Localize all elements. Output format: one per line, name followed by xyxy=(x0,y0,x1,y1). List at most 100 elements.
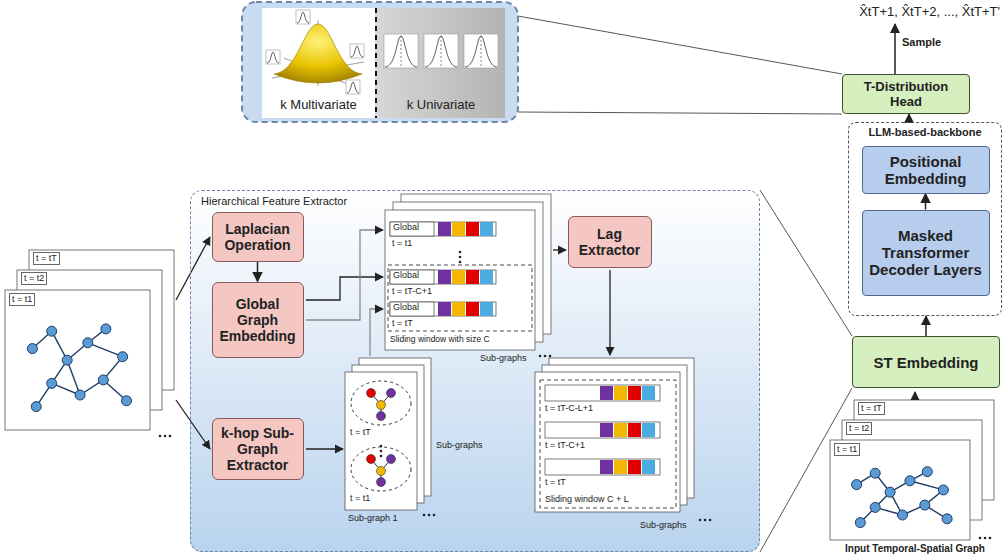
graph-vertex xyxy=(62,355,72,365)
graph-vertex xyxy=(83,338,93,348)
ellipsis-dot xyxy=(428,514,431,517)
feature-square xyxy=(642,386,655,400)
bell-mean xyxy=(401,36,402,68)
time-label: t = tT-C+1 xyxy=(392,286,432,297)
input-caption: Input Temporal-Spatial Graph xyxy=(845,543,985,555)
zoom-line xyxy=(760,388,852,552)
window-label: Sliding window with size C xyxy=(390,334,490,344)
sample-label: Sample xyxy=(902,36,941,49)
ellipsis-dot xyxy=(979,537,982,540)
sliding-window xyxy=(540,380,676,508)
bell-curve xyxy=(465,36,497,67)
graph-vertex xyxy=(27,344,37,354)
time-label: t = tT xyxy=(392,318,413,329)
time-label: t = tT xyxy=(858,402,885,415)
ellipsis-dot xyxy=(164,435,167,438)
group-heading: Hierarchical Feature Extractor xyxy=(191,191,759,211)
global-cell xyxy=(390,270,434,284)
feature-square xyxy=(466,222,479,236)
multivariate-panel xyxy=(262,8,375,118)
window-card xyxy=(385,210,535,350)
feature-square xyxy=(480,222,493,236)
graph-vertex xyxy=(855,518,865,528)
subgraph-vertex xyxy=(377,478,386,487)
extractor-box: Laplacian Operation xyxy=(212,212,304,262)
panel-divider xyxy=(375,8,377,118)
feature-square xyxy=(480,302,493,316)
feature-square xyxy=(480,270,493,284)
backbone-layer: Positional Embedding xyxy=(862,146,990,194)
subgraph-vertex xyxy=(367,389,376,398)
ellipsis-dot xyxy=(459,256,462,259)
stack-label: Sub-graphs xyxy=(640,520,687,531)
subgraph-vertex xyxy=(367,455,376,464)
feature-row xyxy=(390,302,496,316)
ellipsis-dot xyxy=(169,435,172,438)
time-label: t = tT xyxy=(545,477,566,488)
box-label: Masked Transformer Decoder Layers xyxy=(867,227,985,278)
graph-edge xyxy=(67,360,80,395)
feature-row xyxy=(545,385,660,401)
bell-curve xyxy=(425,36,457,67)
time-label: t = t2 xyxy=(846,422,872,435)
subgraph-vertex xyxy=(387,389,396,398)
global-cell xyxy=(390,222,434,236)
graph-vertex xyxy=(31,402,41,412)
feature-square xyxy=(600,386,613,400)
flow-arrow xyxy=(914,392,915,400)
extractor-box: Lag Extractor xyxy=(568,216,652,268)
box-label: k Multivariate xyxy=(280,97,357,112)
subgraph-outline xyxy=(351,381,411,425)
group-heading: LLM-based-backbone xyxy=(849,123,1001,141)
ellipsis-dot xyxy=(459,251,462,254)
ellipsis-dot xyxy=(459,261,462,264)
graph-vertex xyxy=(118,352,128,362)
bell-icon-frame xyxy=(384,34,418,68)
feature-square xyxy=(642,423,655,437)
bell-curve xyxy=(351,46,363,57)
subgraph-vertex xyxy=(377,401,386,410)
subgraph-vertex xyxy=(387,455,396,464)
graph-card xyxy=(5,290,150,430)
bell-icon-frame xyxy=(346,80,360,94)
global-cell-label: Global xyxy=(393,222,419,233)
feature-square xyxy=(614,386,627,400)
window-label: Sliding window C + L xyxy=(545,494,629,505)
graph-vertex xyxy=(922,467,932,477)
feature-row xyxy=(390,270,496,284)
ellipsis-dot xyxy=(709,519,712,522)
graph-vertex xyxy=(885,487,895,497)
bell-curve xyxy=(297,12,309,23)
time-label: t = tT-C-L+1 xyxy=(545,403,593,414)
subgraph-vertex xyxy=(377,412,386,421)
graph-vertex xyxy=(870,468,880,478)
graph-vertex xyxy=(122,396,132,406)
bell-curve xyxy=(267,52,279,63)
time-label: t = tT xyxy=(350,427,371,438)
time-label: t = t1 xyxy=(9,293,35,306)
box-label: Laplacian Operation xyxy=(217,221,299,253)
flow-arrow xyxy=(925,194,927,210)
box-label: Global Graph Embedding xyxy=(217,296,299,344)
feature-square xyxy=(466,302,479,316)
graph-vertex xyxy=(852,480,862,490)
feature-square xyxy=(614,460,627,474)
flow-arrow xyxy=(553,249,566,250)
flow-arrow xyxy=(370,309,383,356)
ellipsis-dot xyxy=(380,455,383,458)
box-label: Positional Embedding xyxy=(867,153,985,187)
subgraph-vertex xyxy=(377,467,386,476)
graph-vertex xyxy=(870,502,880,512)
feature-square xyxy=(466,270,479,284)
ellipsis-dot xyxy=(699,519,702,522)
graph-vertex xyxy=(47,378,57,388)
sliding-window xyxy=(388,265,532,331)
stack-label: Sub-graph 1 xyxy=(348,513,398,524)
output-sequence: X̂tT+1, X̂tT+2, ..., X̂tT+T' xyxy=(859,4,1000,20)
ellipsis-dot xyxy=(544,355,547,358)
bell-curve xyxy=(385,36,417,67)
feature-square xyxy=(642,460,655,474)
sample-arrow xyxy=(894,24,896,74)
zoom-line xyxy=(518,112,842,114)
